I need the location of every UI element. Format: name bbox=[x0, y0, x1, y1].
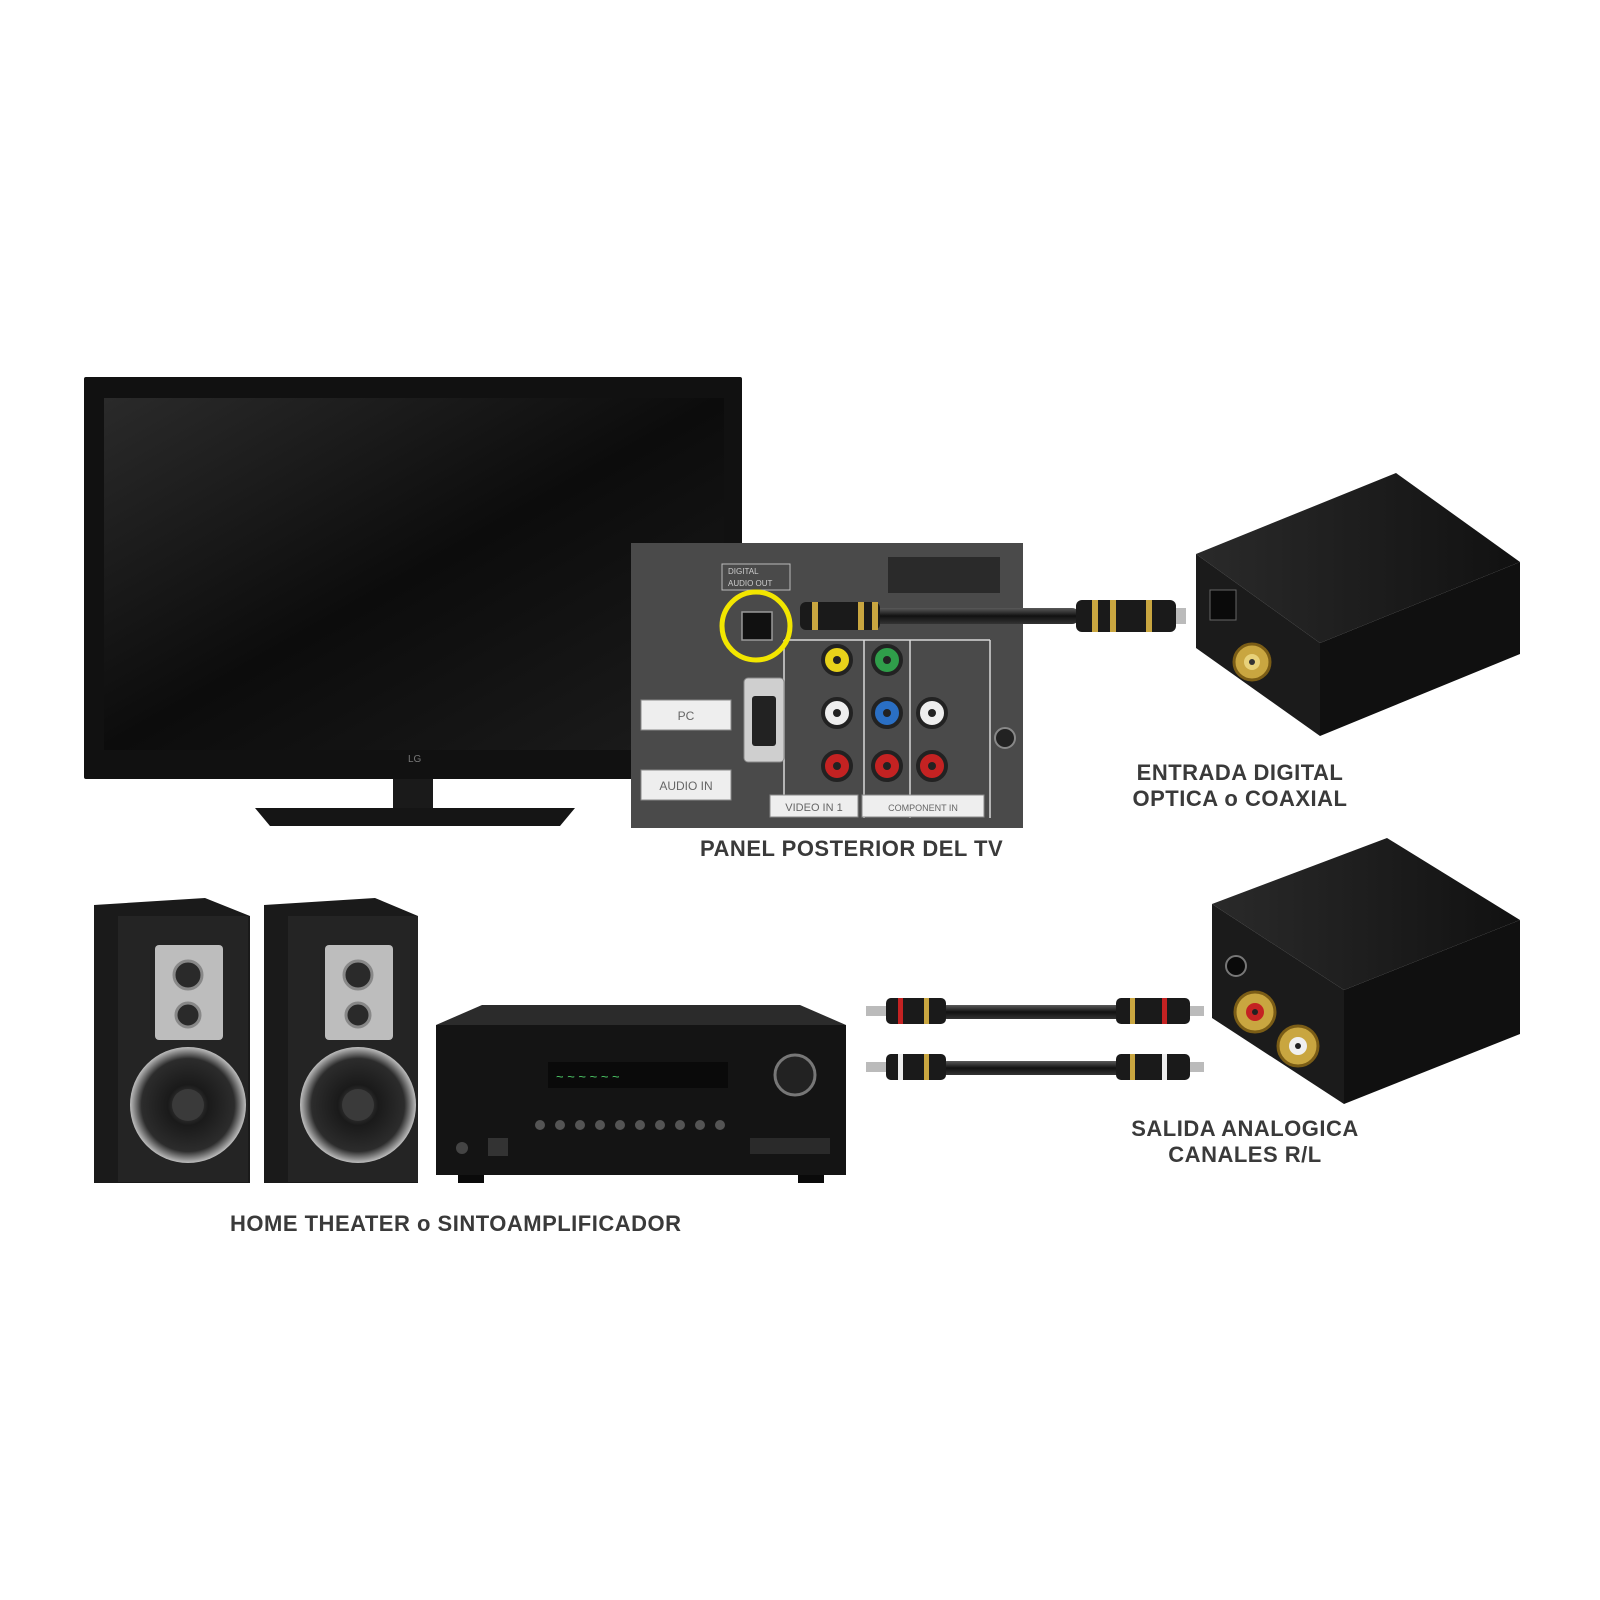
caption-digital-input-line1: ENTRADA DIGITAL bbox=[1136, 760, 1344, 785]
speaker-right bbox=[264, 898, 418, 1183]
caption-analog-output-line1: SALIDA ANALOGICA bbox=[1131, 1116, 1359, 1141]
caption-tv-rear-panel: PANEL POSTERIOR DEL TV bbox=[700, 836, 1004, 861]
caption-home-theater: HOME THEATER o SINTOAMPLIFICADOR bbox=[230, 1211, 682, 1236]
speaker-left bbox=[94, 898, 250, 1183]
optical-cable bbox=[800, 600, 1186, 632]
converter-digital-input bbox=[1196, 473, 1520, 736]
rca-cables bbox=[866, 998, 1204, 1080]
svg-text:~ ~ ~ ~ ~ ~: ~ ~ ~ ~ ~ ~ bbox=[556, 1069, 620, 1084]
caption-analog-output: SALIDA ANALOGICA CANALES R/L bbox=[1110, 1116, 1380, 1168]
lg-television: LG bbox=[84, 377, 742, 826]
svg-text:DIGITAL: DIGITAL bbox=[728, 567, 759, 576]
tv-stand-neck bbox=[393, 779, 433, 809]
lg-logo: LG bbox=[408, 754, 422, 765]
highlight-ring bbox=[719, 589, 793, 663]
av-receiver: ~ ~ ~ ~ ~ ~ bbox=[436, 1005, 846, 1183]
rca-jacks bbox=[821, 644, 1016, 782]
svg-text:PC: PC bbox=[678, 709, 695, 723]
tv-screen bbox=[104, 398, 724, 750]
caption-digital-input-line2: OPTICA o COAXIAL bbox=[1132, 786, 1348, 811]
svg-text:AUDIO IN: AUDIO IN bbox=[659, 779, 712, 793]
svg-text:AUDIO OUT: AUDIO OUT bbox=[728, 579, 773, 588]
caption-digital-input: ENTRADA DIGITAL OPTICA o COAXIAL bbox=[1110, 760, 1370, 812]
tv-stand-base bbox=[255, 808, 575, 826]
optical-port bbox=[741, 611, 773, 641]
tv-rear-panel: DIGITAL AUDIO OUT PC AUDIO IN VIDEO IN 1… bbox=[631, 543, 1023, 828]
svg-text:COMPONENT IN: COMPONENT IN bbox=[888, 803, 958, 813]
svg-text:VIDEO IN 1: VIDEO IN 1 bbox=[785, 802, 842, 814]
panel-slot bbox=[888, 557, 1000, 593]
caption-analog-output-line2: CANALES R/L bbox=[1168, 1142, 1322, 1167]
converter-analog-output bbox=[1212, 838, 1520, 1104]
